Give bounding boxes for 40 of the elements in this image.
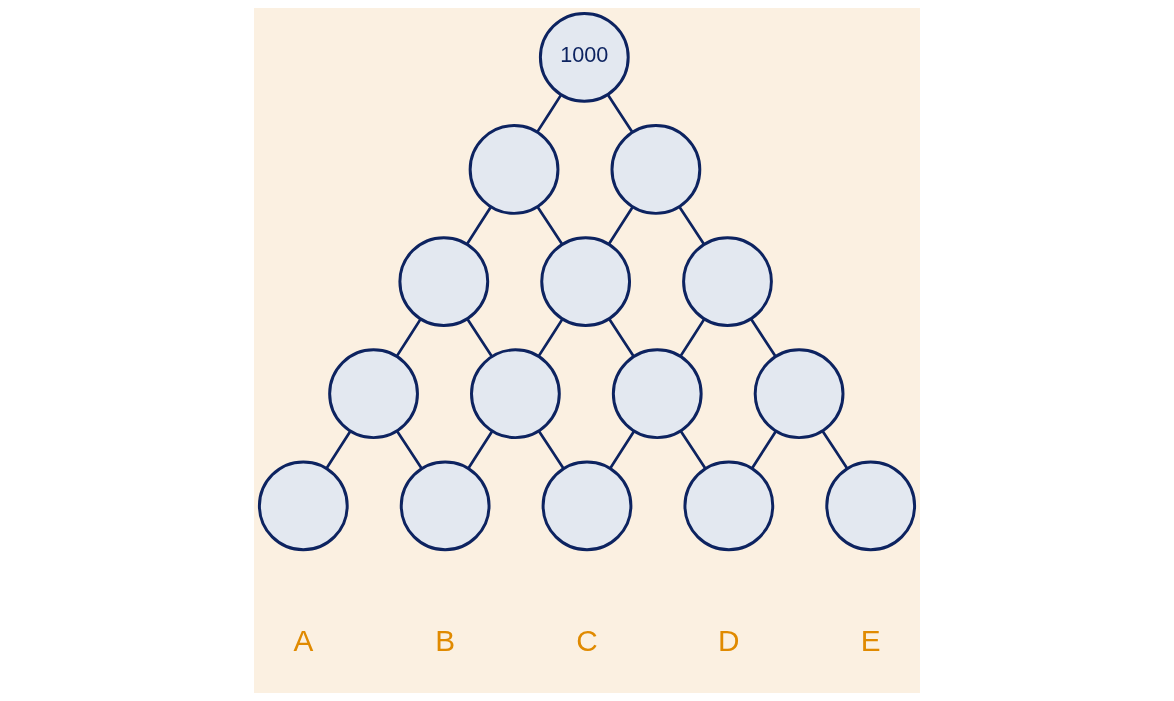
node-circle: [540, 236, 632, 327]
connector: [609, 430, 635, 469]
connector: [325, 430, 352, 469]
node-circle: [753, 348, 845, 440]
connector: [751, 430, 777, 469]
connector: [395, 318, 422, 357]
node-circle: [610, 124, 702, 215]
connector: [679, 318, 706, 357]
node-circle: [682, 236, 773, 327]
node-circle: [683, 460, 775, 552]
connector: [537, 318, 564, 357]
node-circle: [825, 460, 917, 552]
node-circle: 1000: [538, 11, 630, 103]
label: C: [576, 624, 598, 658]
label: E: [860, 624, 881, 658]
connector: [537, 430, 565, 470]
connector: [536, 205, 564, 246]
connector: [821, 430, 849, 470]
connector: [395, 430, 423, 470]
label: B: [435, 624, 456, 658]
label: A: [293, 624, 314, 658]
node-circle: [470, 348, 561, 440]
node-circle: [398, 236, 490, 327]
node-circle: [399, 460, 491, 552]
node-circle: [468, 124, 560, 215]
connector: [536, 94, 563, 133]
connector: [678, 205, 706, 246]
connector: [606, 93, 634, 133]
connector: [749, 318, 777, 358]
node-circle: [257, 460, 349, 552]
connector: [466, 318, 494, 358]
connector: [465, 206, 492, 245]
connector: [607, 206, 634, 245]
node-circle: [541, 460, 633, 552]
label: D: [718, 624, 740, 658]
connector: [607, 318, 635, 358]
connector: [467, 430, 494, 469]
connector: [679, 430, 707, 470]
node-circle: [328, 348, 419, 440]
node-circle: [611, 348, 703, 440]
